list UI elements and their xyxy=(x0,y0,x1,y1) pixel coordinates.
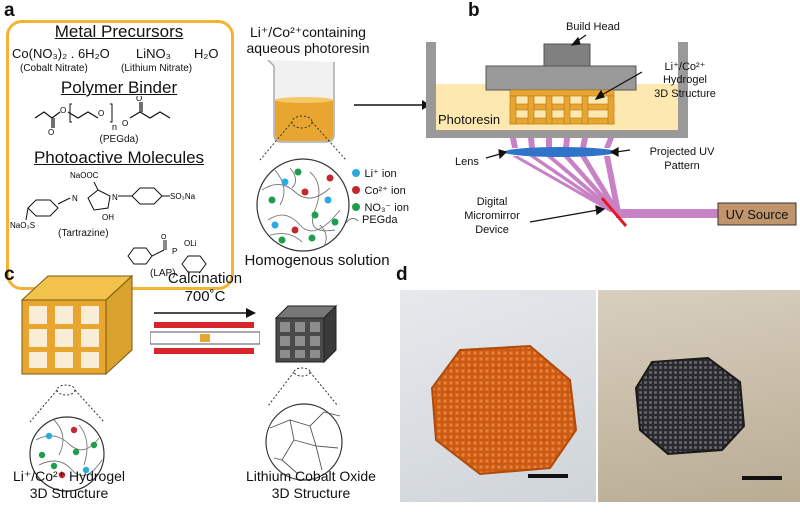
lap-o-1: O xyxy=(161,234,167,241)
lens-label: Lens xyxy=(455,156,479,168)
lithium-nitrate-formula: LiNO₃ xyxy=(136,46,171,61)
legend-co: Co²⁺ ion xyxy=(352,181,406,199)
panel-label-a: a xyxy=(4,0,15,21)
legend-co-label: Co²⁺ ion xyxy=(364,185,406,197)
panel-label-b: b xyxy=(468,0,480,21)
vat-left-wall xyxy=(426,42,436,134)
pegda-structure: O O O n O O xyxy=(34,96,171,136)
lap-name: (LAP) xyxy=(150,268,176,279)
lens xyxy=(504,147,616,157)
n-atom: N xyxy=(112,193,118,202)
dmd-label-line3: Device xyxy=(475,224,509,236)
polymer-binder-heading: Polymer Binder xyxy=(60,78,178,97)
calcination-arrow xyxy=(154,308,256,318)
pegda-index: n xyxy=(112,122,117,132)
scale-bar-right xyxy=(742,476,782,480)
hydrogel-caption-line1: Li⁺/Co²⁺ Hydrogel xyxy=(12,468,126,484)
legend-pegda-line xyxy=(346,217,359,224)
pegda-o-1: O xyxy=(48,128,54,136)
hydrogel-caption-line2: 3D Structure xyxy=(29,485,109,501)
solution-zoom-circle xyxy=(256,158,350,252)
beaker-diagram xyxy=(256,60,350,252)
so3na-group: SO₃Na xyxy=(170,192,196,201)
oli-group: OLi xyxy=(184,239,197,248)
printer-diagram xyxy=(426,34,797,227)
structure-label-line2: Hydrogel xyxy=(662,74,708,86)
hydrogel-structure xyxy=(509,89,615,125)
naso3-group: NaO₃S xyxy=(10,221,35,230)
structure-label-line3: 3D Structure xyxy=(654,88,716,100)
resin-title-line2: aqueous photoresin xyxy=(246,40,370,56)
furnace-icon xyxy=(150,322,260,354)
lap-structure: O P OLi xyxy=(127,234,207,273)
cobalt-nitrate-name: (Cobalt Nitrate) xyxy=(20,63,88,74)
oh-group: OH xyxy=(102,213,114,222)
pegda-name: (PEGda) xyxy=(99,134,139,145)
legend-li-label: Li⁺ ion xyxy=(364,168,397,180)
photoresin-label: Photoresin xyxy=(438,112,501,127)
resin-title-line1: Li⁺/Co²⁺containing xyxy=(250,24,366,40)
photoactive-heading: Photoactive Molecules xyxy=(33,148,205,167)
hydrogel-disc xyxy=(430,344,578,476)
structure-label-line1: Li⁺/Co²⁺ xyxy=(664,61,706,73)
uv-source-label: UV Source xyxy=(725,207,789,222)
uv-source-box xyxy=(717,202,797,226)
scale-bar-left xyxy=(528,474,568,478)
cobalt-nitrate-formula: Co(NO₃)₂ . 6H₂O xyxy=(12,46,110,61)
legend-no3-label: NO₃⁻ ion xyxy=(364,202,409,214)
pegda-o-3: O xyxy=(98,109,104,118)
lap-p-atom: P xyxy=(172,247,177,256)
build-head-plate xyxy=(485,65,637,91)
calcination-temperature: 700˚C xyxy=(184,288,226,305)
oxide-lattice-cube xyxy=(265,304,343,481)
vat-right-wall xyxy=(678,42,688,134)
legend-li: Li⁺ ion xyxy=(352,164,397,182)
oxide-disc xyxy=(634,356,746,456)
oxide-photo xyxy=(598,290,800,502)
pegda-o-5: O xyxy=(136,96,142,103)
azo-n-atom: N xyxy=(72,194,78,203)
pegda-o-4: O xyxy=(122,119,128,128)
hydrogel-lattice-cube xyxy=(20,274,134,492)
metal-precursors-heading: Metal Precursors xyxy=(54,22,184,41)
dmd-label-line1: Digital xyxy=(476,196,508,208)
water-formula: H₂O xyxy=(194,46,219,61)
panel-label-c: c xyxy=(4,264,15,285)
naooc-group: NaOOC xyxy=(70,171,99,180)
projected-uv-line2: Pattern xyxy=(664,160,700,172)
lithium-nitrate-name: (Lithium Nitrate) xyxy=(121,63,193,74)
hydrogel-photo xyxy=(400,290,596,502)
uv-beams xyxy=(510,138,750,218)
micromirror xyxy=(600,197,628,227)
oxide-caption-line1: Lithium Cobalt Oxide xyxy=(246,468,376,484)
dmd-label-line2: Micromirror xyxy=(464,210,520,222)
calcination-label: Calcination xyxy=(167,270,243,287)
legend-pegda-label: PEGda xyxy=(362,214,398,226)
projected-uv-line1: Projected UV xyxy=(649,146,715,158)
tartrazine-name: (Tartrazine) xyxy=(58,228,109,239)
panel-label-d: d xyxy=(396,264,408,285)
oxide-caption-line2: 3D Structure xyxy=(271,485,351,501)
build-head-top xyxy=(543,43,591,67)
resin-liquid xyxy=(275,100,333,141)
build-head-label: Build Head xyxy=(566,21,620,33)
tartrazine-structure: NaOOC OH N SO₃Na N NaO₃S xyxy=(10,171,196,230)
homogenous-solution-caption: Homogenous solution xyxy=(244,252,390,269)
legend-no3: NO₃⁻ ion xyxy=(352,198,409,216)
vat-bottom xyxy=(426,130,688,138)
pegda-o-2: O xyxy=(60,106,66,115)
oxide-zoom-circle xyxy=(265,403,343,481)
